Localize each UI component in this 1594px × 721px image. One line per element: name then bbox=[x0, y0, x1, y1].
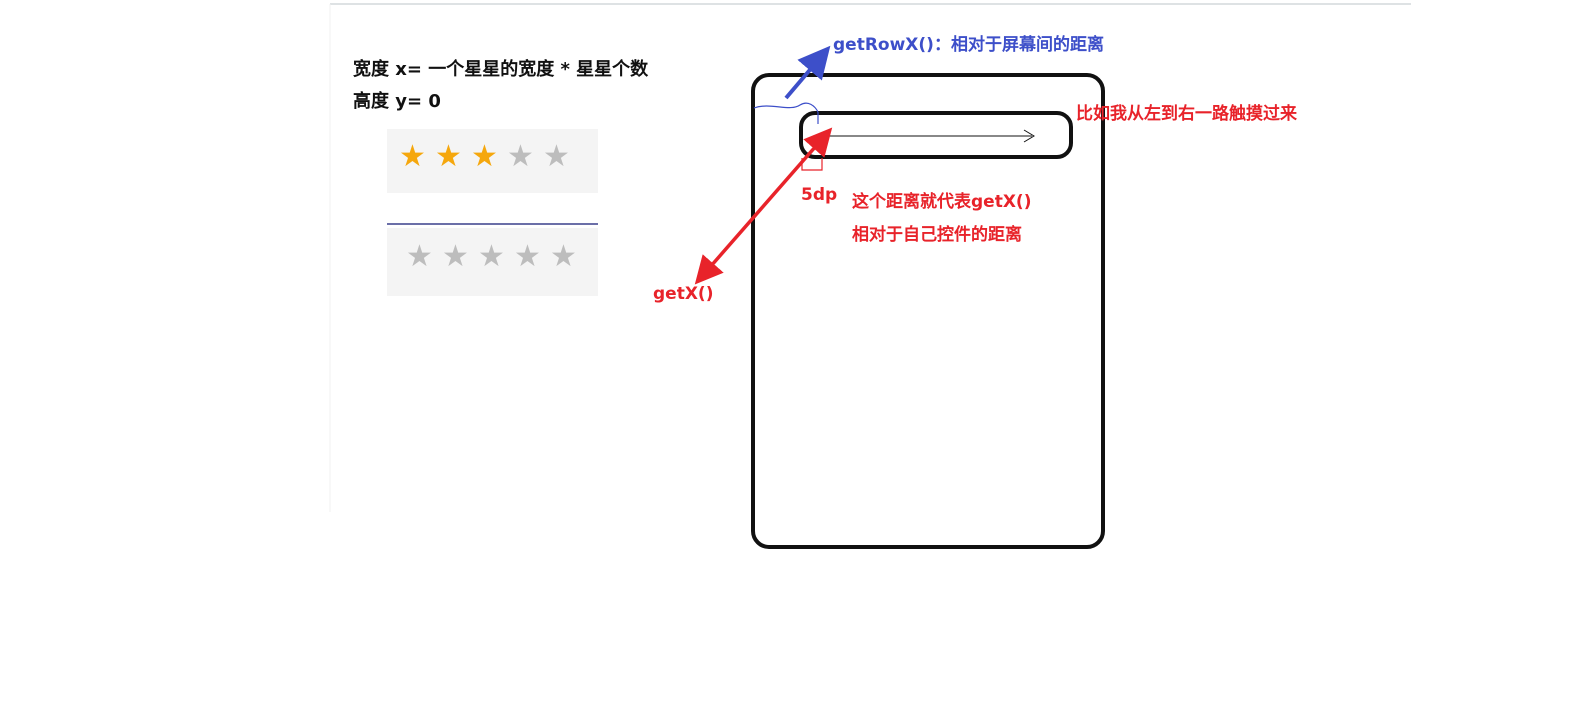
offset-label: 5dp bbox=[801, 185, 838, 205]
get-x-arrow bbox=[694, 127, 833, 285]
rating-bar-filled[interactable]: ★ ★ ★ ★ ★ bbox=[387, 129, 598, 193]
width-formula-label: 宽度 x= 一个星星的宽度 * 星星个数 bbox=[353, 59, 649, 80]
get-x-description-line1: 这个距离就代表getX() bbox=[852, 192, 1032, 212]
star-icon: ★ bbox=[507, 139, 534, 174]
touch-note-label: 比如我从左到右一路触摸过来 bbox=[1076, 104, 1297, 124]
screen-offset-brace bbox=[753, 102, 819, 113]
star-icon: ★ bbox=[471, 139, 498, 174]
star-icon: ★ bbox=[406, 239, 433, 274]
star-icon: ★ bbox=[399, 139, 426, 174]
get-x-label: getX() bbox=[653, 284, 714, 304]
height-formula-label: 高度 y= 0 bbox=[353, 91, 441, 112]
get-row-x-label: getRowX()：相对于屏幕间的距离 bbox=[833, 35, 1104, 55]
star-icon: ★ bbox=[442, 239, 469, 274]
star-icon: ★ bbox=[478, 239, 505, 274]
screen-outline bbox=[751, 73, 1105, 549]
touch-arrow-head bbox=[1023, 129, 1035, 143]
get-x-description-line2: 相对于自己控件的距离 bbox=[852, 225, 1022, 245]
star-icon: ★ bbox=[435, 139, 462, 174]
get-row-x-arrow bbox=[784, 45, 831, 100]
star-icon: ★ bbox=[543, 139, 570, 174]
star-icon: ★ bbox=[514, 239, 541, 274]
rating-bar-empty[interactable]: ★ ★ ★ ★ ★ bbox=[387, 228, 598, 296]
control-outline bbox=[799, 111, 1073, 159]
star-icon: ★ bbox=[550, 239, 577, 274]
